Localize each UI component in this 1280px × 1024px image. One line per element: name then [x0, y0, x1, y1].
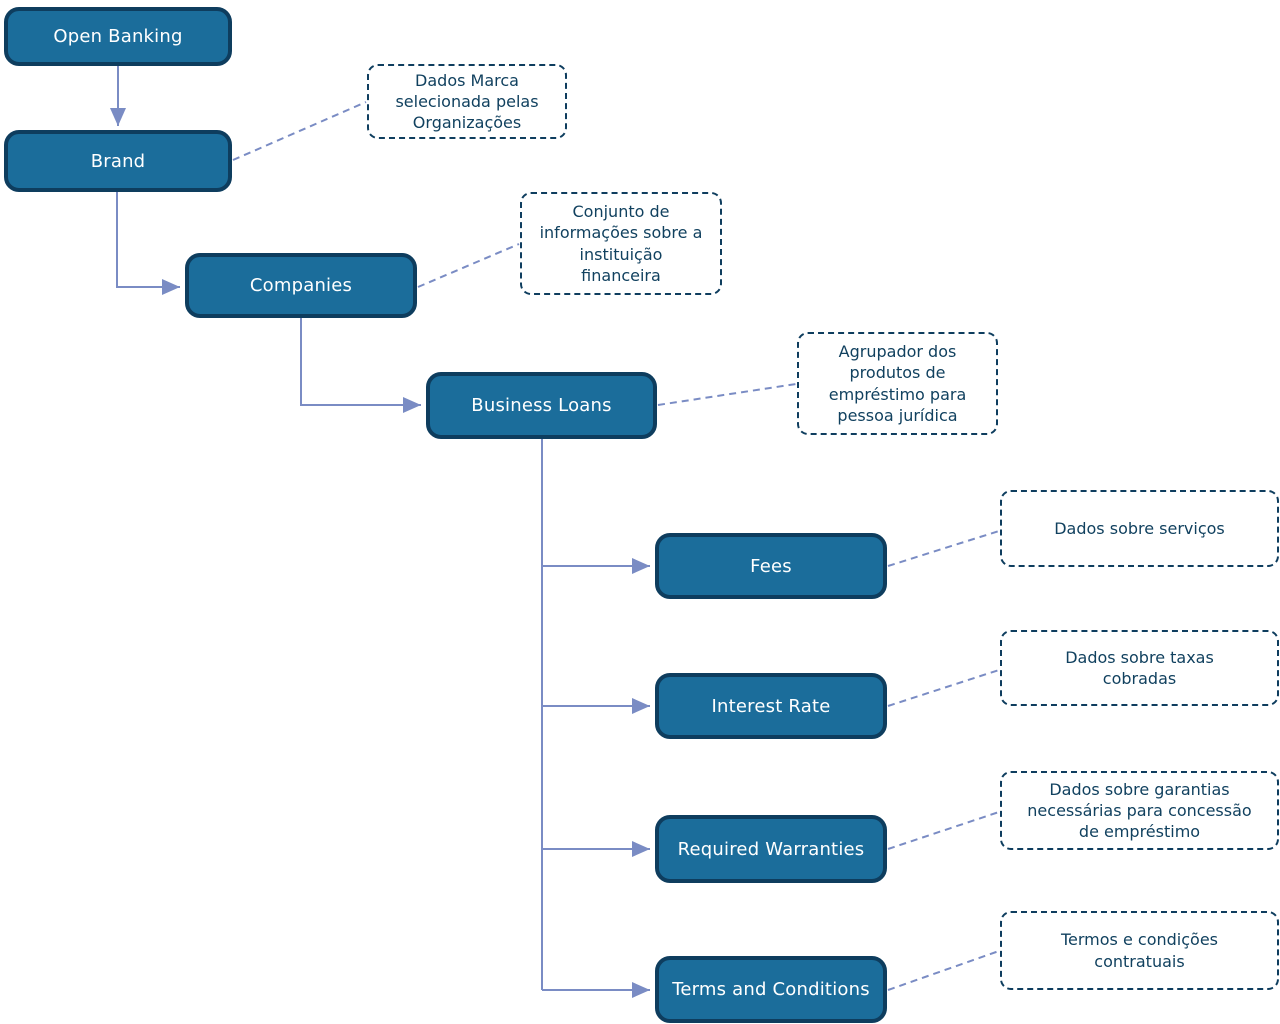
node-business-loans: Business Loans [426, 372, 657, 439]
callout-interest-rate-note-text: Dados sobre taxas cobradas [1065, 647, 1214, 688]
node-brand-label: Brand [90, 150, 146, 172]
node-companies: Companies [185, 253, 417, 318]
node-companies-label: Companies [249, 275, 353, 296]
callout-terms-and-conditions-note: Termos e condições contratuais [1000, 911, 1279, 990]
callout-interest-rate-note: Dados sobre taxas cobradas [1000, 630, 1279, 706]
callout-companies-note: Conjunto de informações sobre a institui… [520, 192, 722, 295]
callout-connector-companies [417, 243, 520, 288]
callout-connector-business-loans [657, 383, 797, 406]
callout-business-loans-note-text: Agrupador dos produtos de empréstimo par… [828, 342, 967, 425]
node-business-loans-label: Business Loans [471, 395, 612, 416]
callout-fees-note-text: Dados sobre serviços [1054, 518, 1225, 538]
callout-connector-terms-and-conditions [887, 950, 1000, 991]
node-terms-and-conditions: Terms and Conditions [655, 956, 887, 1023]
callout-connector-fees [887, 530, 1000, 567]
callout-brand-note-text: Dados Marca selecionada pelas Organizaçõ… [395, 70, 539, 133]
callout-required-warranties-note: Dados sobre garantias necessárias para c… [1000, 771, 1279, 850]
node-required-warranties-label: Required Warranties [677, 838, 865, 860]
callout-required-warranties-note-text: Dados sobre garantias necessárias para c… [1027, 779, 1252, 842]
node-terms-and-conditions-label: Terms and Conditions [672, 979, 870, 1000]
node-fees: Fees [655, 533, 887, 599]
node-fees-label: Fees [750, 555, 792, 577]
callout-brand-note: Dados Marca selecionada pelas Organizaçõ… [367, 64, 567, 139]
connector-brand-companies [116, 192, 180, 295]
callout-connector-required-warranties [887, 811, 1000, 850]
callout-fees-note: Dados sobre serviços [1000, 490, 1279, 567]
callout-business-loans-note: Agrupador dos produtos de empréstimo par… [797, 332, 998, 435]
callout-connector-interest-rate [887, 669, 1000, 707]
callout-companies-note-text: Conjunto de informações sobre a institui… [539, 202, 703, 285]
callout-connector-brand [232, 101, 367, 161]
node-interest-rate: Interest Rate [655, 673, 887, 739]
callout-terms-and-conditions-note-text: Termos e condições contratuais [1060, 930, 1218, 971]
node-interest-rate-label: Interest Rate [711, 695, 831, 717]
node-open-banking: Open Banking [4, 7, 232, 66]
node-required-warranties: Required Warranties [655, 815, 887, 883]
node-open-banking-label: Open Banking [53, 26, 183, 47]
connector-companies-business-loans [300, 318, 421, 413]
node-brand: Brand [4, 130, 232, 192]
